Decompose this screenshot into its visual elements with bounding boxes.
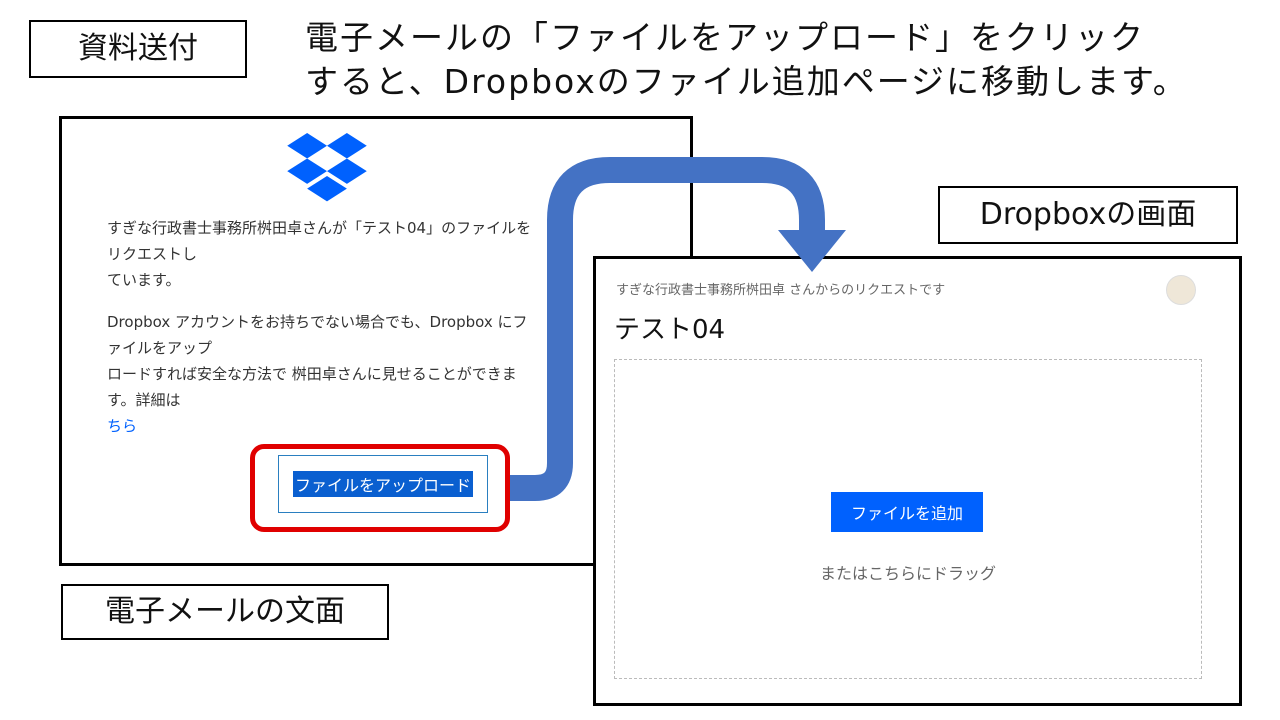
add-file-button[interactable]: ファイルを追加 [831, 492, 983, 532]
upload-button-label: ファイルをアップロード [292, 471, 473, 497]
email-text-line3: Dropbox アカウントをお持ちでない場合でも、Dropbox にファイルをア… [107, 313, 528, 357]
requester-text: すぎな行政書士事務所桝田卓 さんからのリクエストです [616, 283, 946, 298]
add-file-label: ファイルを追加 [850, 504, 963, 523]
dropbox-caption: Dropboxの画面 [938, 186, 1238, 244]
email-text-line1: すぎな行政書士事務所桝田卓さんが「テスト04」のファイルをリクエストし [107, 219, 532, 263]
drag-hint: またはこちらにドラッグ [819, 564, 996, 583]
slide-title: 電子メールの「ファイルをアップロード」をクリックすると、Dropboxのファイル… [305, 16, 1188, 104]
drop-zone[interactable]: ファイルを追加 またはこちらにドラッグ [614, 359, 1202, 679]
title-line1: 電子メールの「ファイルをアップロード」をクリック [305, 18, 1145, 57]
tag-text: 資料送付 [78, 31, 198, 66]
email-caption-text: 電子メールの文面 [105, 594, 345, 629]
title-line2: すると、Dropboxのファイル追加ページに移動します。 [305, 62, 1188, 101]
dropbox-caption-text: Dropboxの画面 [979, 197, 1197, 232]
email-caption: 電子メールの文面 [61, 584, 389, 640]
upload-file-button[interactable]: ファイルをアップロード [278, 455, 488, 513]
details-link[interactable]: ちら [107, 417, 138, 435]
email-text-line4: ロードすれば安全な方法で 桝田卓さんに見せることができます。詳細は [107, 365, 517, 409]
avatar[interactable] [1166, 275, 1196, 305]
email-body: すぎな行政書士事務所桝田卓さんが「テスト04」のファイルをリクエストし ています… [107, 215, 537, 439]
email-text-line2: ています。 [107, 271, 181, 289]
tag-label: 資料送付 [29, 20, 247, 78]
request-title: テスト04 [614, 315, 726, 345]
dropbox-screenshot: すぎな行政書士事務所桝田卓 さんからのリクエストです テスト04 ファイルを追加… [593, 256, 1242, 706]
highlight-box [250, 444, 510, 532]
dropbox-logo-icon [287, 133, 367, 202]
